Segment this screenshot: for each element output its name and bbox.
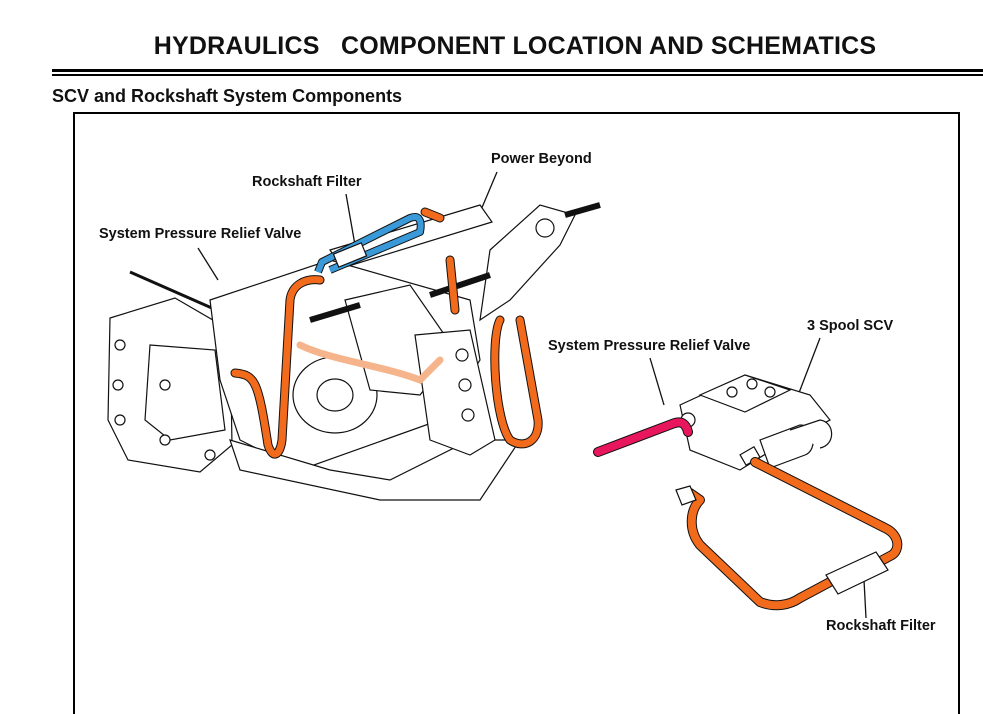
hidden-return-line [296,341,444,385]
red-pressure-relief-line [594,418,692,456]
header-rule-thin [52,74,983,76]
label-power-beyond: Power Beyond [491,151,592,167]
label-3-spool-scv: 3 Spool SCV [807,318,894,334]
section-subtitle: SCV and Rockshaft System Components [52,86,403,106]
orange-lines-left [231,208,542,458]
pump-face [144,344,226,441]
leader-relief-valve-left [197,247,219,281]
leader-spool-scv [796,337,821,399]
label-rockshaft-filter-bottom: Rockshaft Filter [826,618,936,634]
rockshaft-filter-bottom [825,551,889,595]
spool-2 [789,419,833,449]
label-relief-valve-right: System Pressure Relief Valve [548,338,751,354]
blue-rockshaft-line [315,214,424,274]
label-relief-valve-left: System Pressure Relief Valve [99,226,302,242]
header-rule-thick [52,69,983,72]
figure-frame [73,112,960,714]
lift-arm [479,204,576,322]
hitch-bracket [414,329,496,456]
three-spool-scv [679,374,833,471]
label-rockshaft-filter-top: Rockshaft Filter [252,174,362,190]
component-illustration [107,171,903,619]
leader-relief-valve-right [649,357,665,406]
leader-rockshaft-filter-bottom [863,579,867,619]
scv-top [698,374,792,413]
rockshaft-filter-top [332,242,368,268]
page-title: HYDRAULICS COMPONENT LOCATION AND SCHEMA… [153,32,877,60]
line-end-fitting [675,485,697,506]
orange-rockshaft-line [686,458,902,610]
